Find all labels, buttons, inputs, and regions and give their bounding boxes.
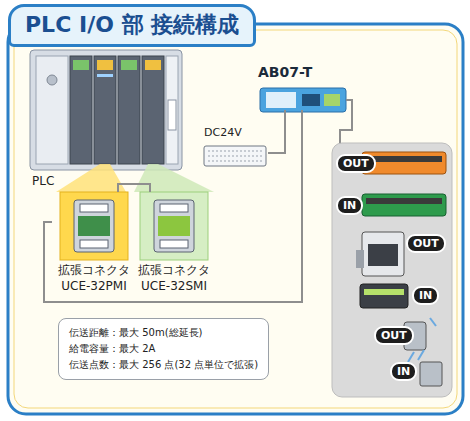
plc-illustration bbox=[30, 50, 182, 170]
node-text: 拡張コネクタ UCE-32SMI bbox=[132, 262, 216, 293]
io-badge: IN bbox=[412, 286, 439, 305]
device-label-box: AB07-T bbox=[258, 64, 350, 110]
node-text: DC24V bbox=[204, 126, 268, 139]
io-bar bbox=[362, 194, 446, 216]
terminal-block bbox=[356, 232, 404, 276]
connector-illustration bbox=[60, 192, 128, 260]
io-badge: IN bbox=[390, 362, 417, 381]
ab07-device bbox=[260, 88, 346, 112]
callout-wedge bbox=[134, 164, 214, 192]
node-text: 伝送点数：最大 256 点(32 点単位で拡張) bbox=[69, 357, 258, 373]
device-label-box: DC24V bbox=[204, 126, 268, 165]
device-label-box: 拡張コネクタ UCE-32SMI bbox=[132, 192, 216, 293]
callout-wedge bbox=[56, 164, 126, 192]
node-text: 伝送距離：最大 50m(総延長) bbox=[69, 325, 258, 341]
io-label: OUT bbox=[381, 329, 407, 342]
node-text: 拡張コネクタ UCE-32PMI bbox=[52, 262, 136, 293]
io-label: OUT bbox=[343, 157, 369, 170]
io-label: IN bbox=[419, 289, 432, 302]
title-tab: PLC I/O 部 接続構成 bbox=[8, 4, 256, 47]
io-badge: OUT bbox=[336, 154, 376, 173]
connector-illustration bbox=[140, 192, 208, 260]
io-label: OUT bbox=[413, 237, 439, 250]
io-label: IN bbox=[397, 365, 410, 378]
cable bbox=[118, 184, 150, 192]
power-supply bbox=[204, 146, 266, 166]
inner-line bbox=[14, 30, 457, 408]
device-label-box: PLC bbox=[32, 174, 54, 188]
node-text: PLC bbox=[32, 174, 54, 188]
outer-panel bbox=[8, 24, 463, 414]
device-panel bbox=[332, 143, 452, 397]
io-badge: OUT bbox=[374, 326, 414, 345]
small-module bbox=[360, 284, 408, 308]
cable bbox=[268, 110, 285, 153]
io-label: IN bbox=[343, 199, 356, 212]
node-text: AB07-T bbox=[258, 64, 350, 80]
wire bbox=[340, 100, 352, 145]
io-badge: IN bbox=[336, 196, 363, 215]
device-label-box: 拡張コネクタ UCE-32PMI bbox=[52, 192, 136, 293]
cable bbox=[44, 110, 302, 302]
io-badge: OUT bbox=[406, 234, 446, 253]
spec-box: 伝送距離：最大 50m(総延長)給電容量：最大 2A伝送点数：最大 256 点(… bbox=[58, 318, 269, 380]
node-text: 給電容量：最大 2A bbox=[69, 341, 258, 357]
